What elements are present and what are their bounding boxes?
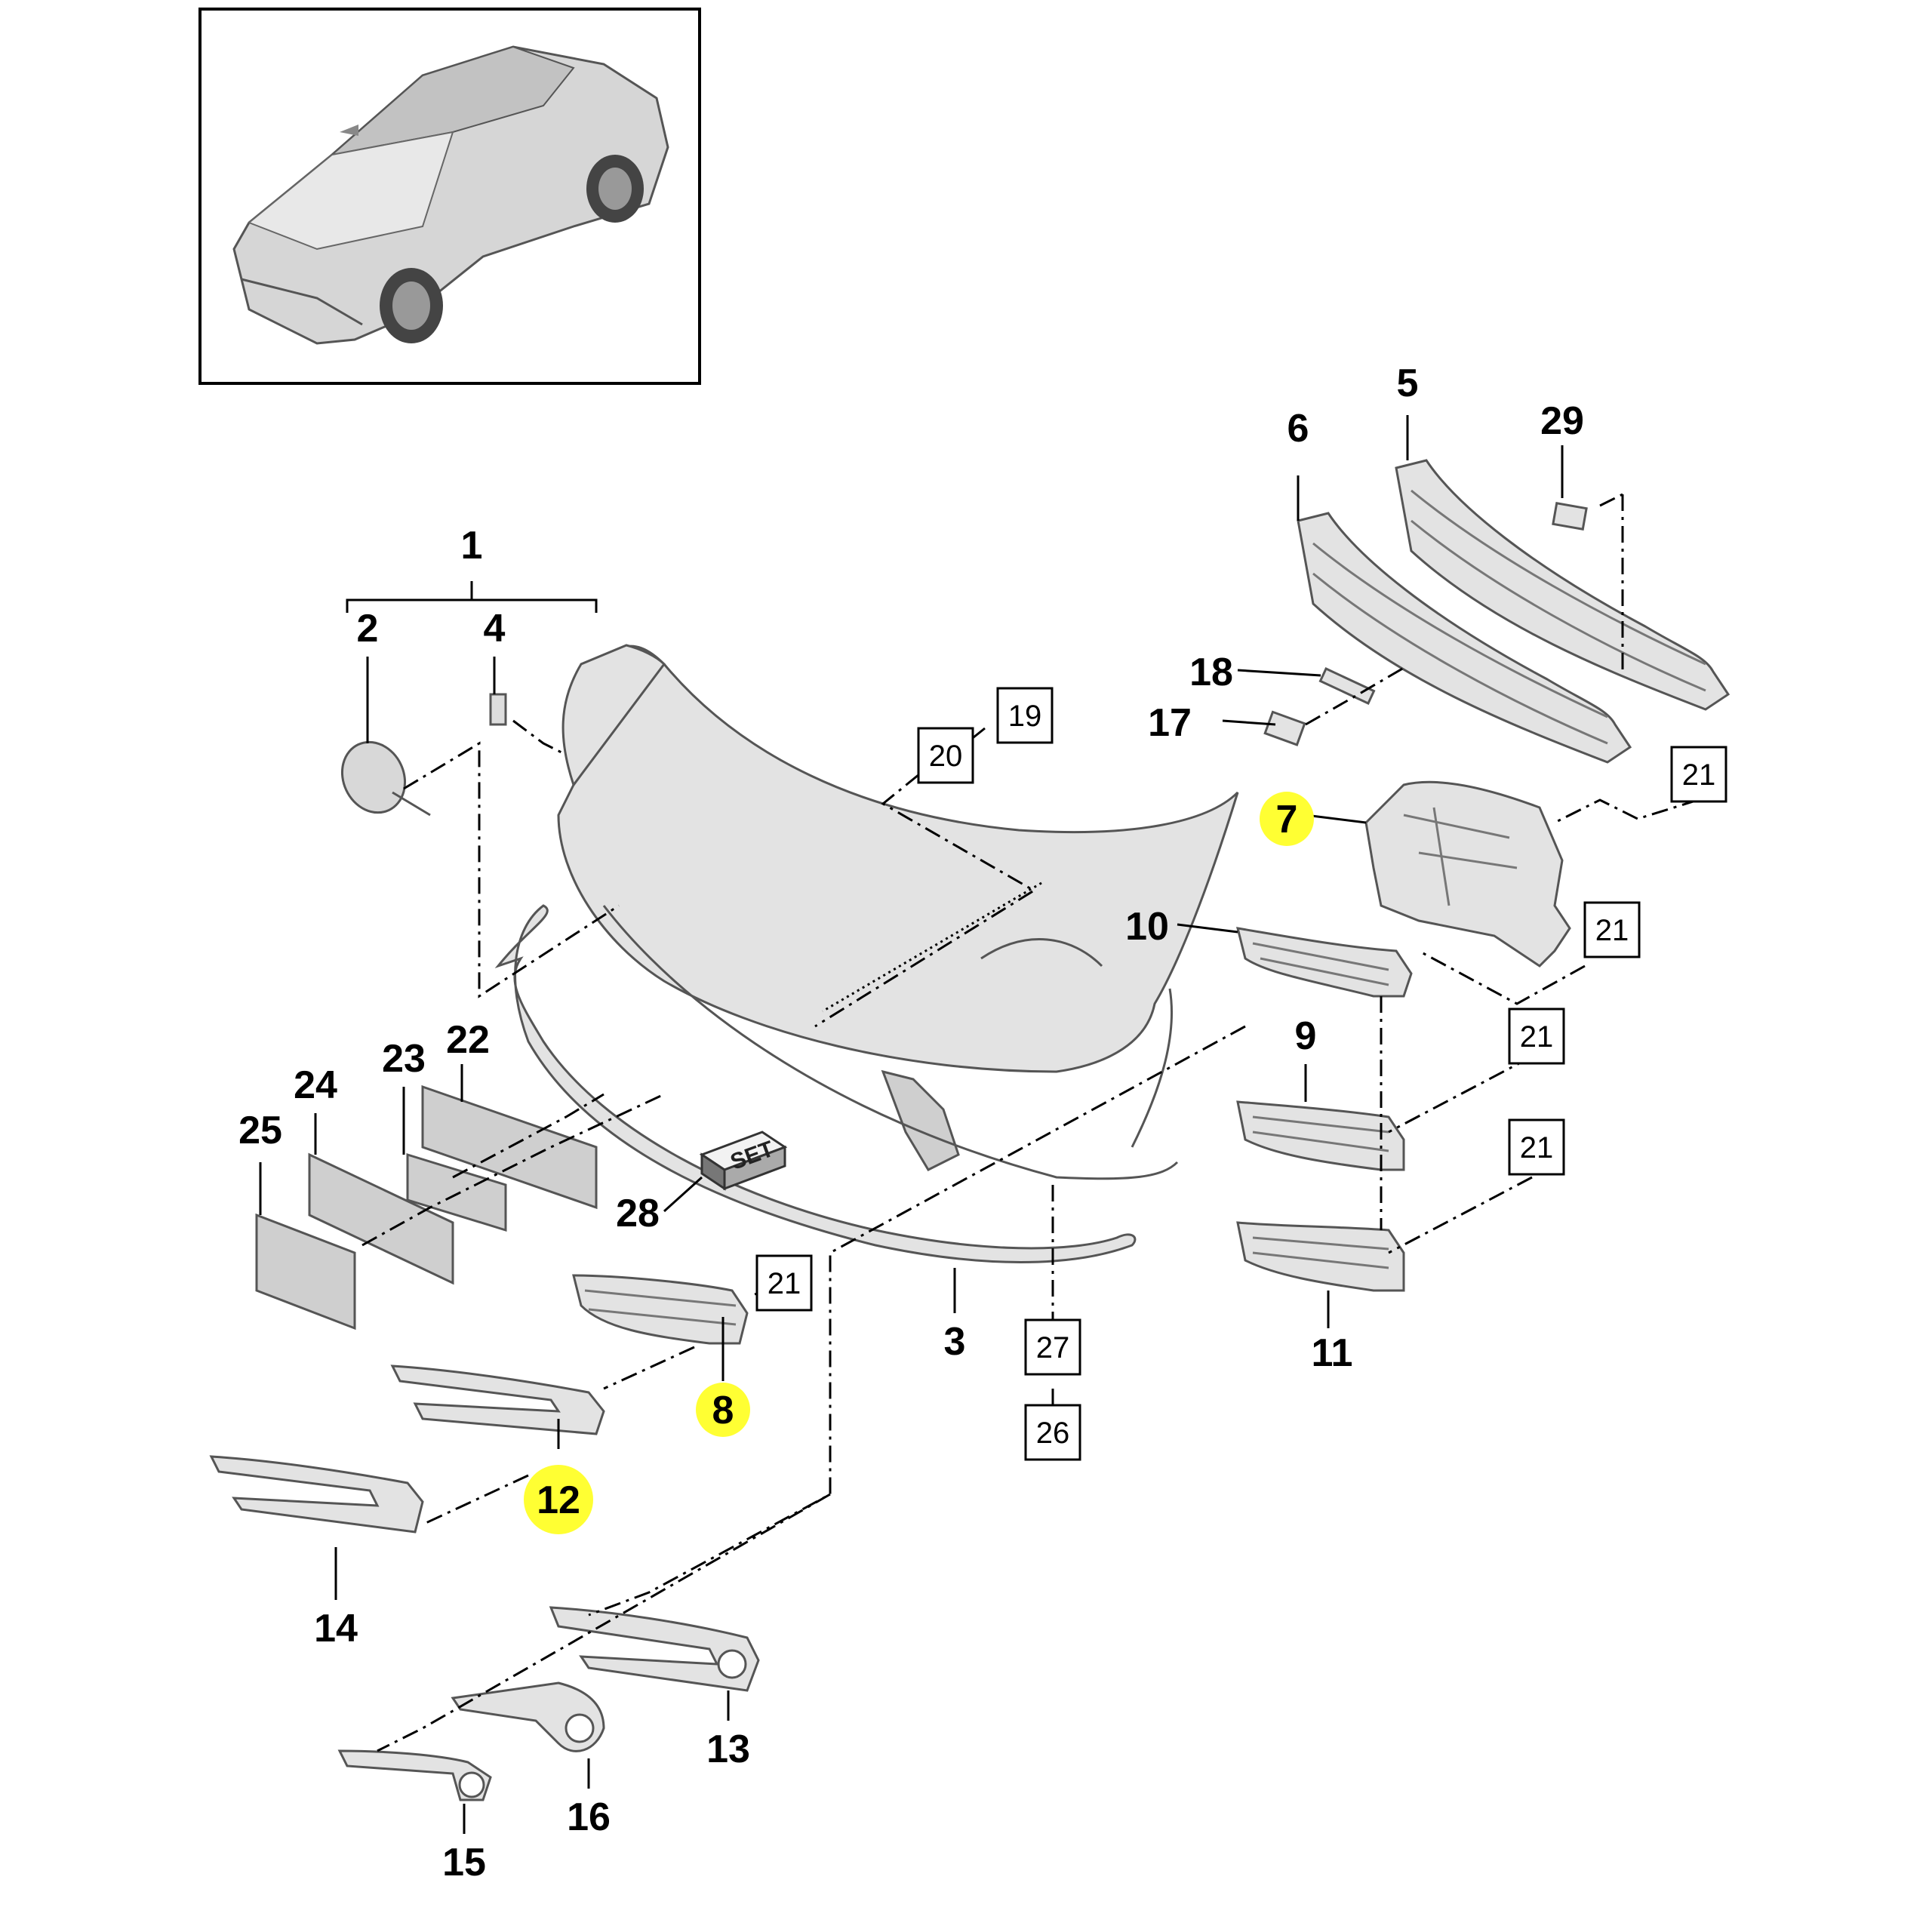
callout-14: 14 <box>314 1607 358 1651</box>
callout-11: 11 <box>1312 1331 1353 1375</box>
svg-text:21: 21 <box>1682 758 1716 792</box>
air-guide-carrier-7 <box>1364 780 1571 968</box>
callout-3: 3 <box>944 1320 966 1364</box>
clip-17 <box>1263 710 1306 746</box>
callout-28: 28 <box>616 1192 660 1235</box>
part-4 <box>489 693 507 726</box>
callout-10: 10 <box>1125 905 1169 949</box>
reference-lines <box>361 493 1699 1752</box>
callout-16: 16 <box>567 1795 611 1839</box>
svg-text:21: 21 <box>768 1267 801 1300</box>
grille-12 <box>390 1364 605 1435</box>
leader-lines <box>259 415 1564 1834</box>
car-illustration <box>232 45 669 345</box>
callout-12: 12 <box>537 1478 580 1522</box>
highlight-8 <box>696 1383 750 1437</box>
svg-text:21: 21 <box>1520 1020 1554 1054</box>
clip-29 <box>1552 502 1588 531</box>
highlight-7 <box>1260 792 1314 846</box>
bumper-cover <box>557 644 1239 1180</box>
svg-text:21: 21 <box>1595 914 1629 947</box>
box-19: 19 <box>996 687 1054 744</box>
bracket-18 <box>1318 667 1376 705</box>
box-21-c: 21 <box>1508 1008 1565 1065</box>
box-21-d: 21 <box>1508 1118 1565 1176</box>
plate-24 <box>308 1152 454 1285</box>
grille-8 <box>572 1274 749 1345</box>
box-20: 20 <box>917 727 974 784</box>
part-2 <box>340 740 431 817</box>
trim-15 <box>337 1749 492 1801</box>
air-duct-10 <box>1235 927 1413 998</box>
grille-13 <box>549 1606 760 1692</box>
fog-bezel-16 <box>451 1681 605 1752</box>
callout-8: 8 <box>712 1389 734 1432</box>
box-21-a: 21 <box>1670 746 1727 803</box>
air-duct-11 <box>1236 1221 1405 1292</box>
callout-29: 29 <box>1540 399 1584 443</box>
box-21-b: 21 <box>1583 901 1641 958</box>
callout-9: 9 <box>1295 1014 1317 1058</box>
overview-inset <box>198 8 701 385</box>
svg-text:20: 20 <box>929 740 963 773</box>
grille-14 <box>209 1455 424 1534</box>
grille-5 <box>1395 459 1730 711</box>
callout-6: 6 <box>1287 407 1309 451</box>
callout-7: 7 <box>1276 798 1298 841</box>
air-duct-9 <box>1236 1100 1405 1171</box>
svg-text:21: 21 <box>1520 1131 1554 1164</box>
grille-6 <box>1297 512 1632 764</box>
box-21-e: 21 <box>755 1254 813 1312</box>
callout-24: 24 <box>294 1063 337 1107</box>
callout-22: 22 <box>446 1018 490 1062</box>
svg-text:27: 27 <box>1036 1331 1070 1364</box>
callout-18: 18 <box>1189 651 1233 694</box>
callout-numbers: 1 2 4 5 6 29 18 17 7 10 9 11 3 8 12 14 1… <box>238 361 1584 1884</box>
set-box: SET <box>699 1131 788 1191</box>
callout-5: 5 <box>1397 361 1419 405</box>
plate-23 <box>406 1152 507 1232</box>
boxed-references: 19 20 21 21 21 21 21 27 <box>755 687 1727 1461</box>
dotted-reference <box>822 881 1042 1013</box>
callout-2: 2 <box>357 607 379 651</box>
callout-1: 1 <box>461 524 483 568</box>
plate-25 <box>255 1213 356 1331</box>
svg-text:19: 19 <box>1008 700 1042 733</box>
callout-23: 23 <box>382 1037 426 1081</box>
box-26: 26 <box>1024 1404 1081 1461</box>
box-27: 27 <box>1024 1318 1081 1376</box>
callout-17: 17 <box>1148 701 1192 745</box>
svg-text:26: 26 <box>1036 1417 1070 1450</box>
lower-spoiler <box>494 904 1137 1263</box>
highlight-12 <box>524 1465 593 1534</box>
callout-15: 15 <box>442 1841 486 1884</box>
callout-25: 25 <box>238 1109 282 1152</box>
callout-13: 13 <box>706 1727 750 1771</box>
callout-4: 4 <box>484 607 506 651</box>
